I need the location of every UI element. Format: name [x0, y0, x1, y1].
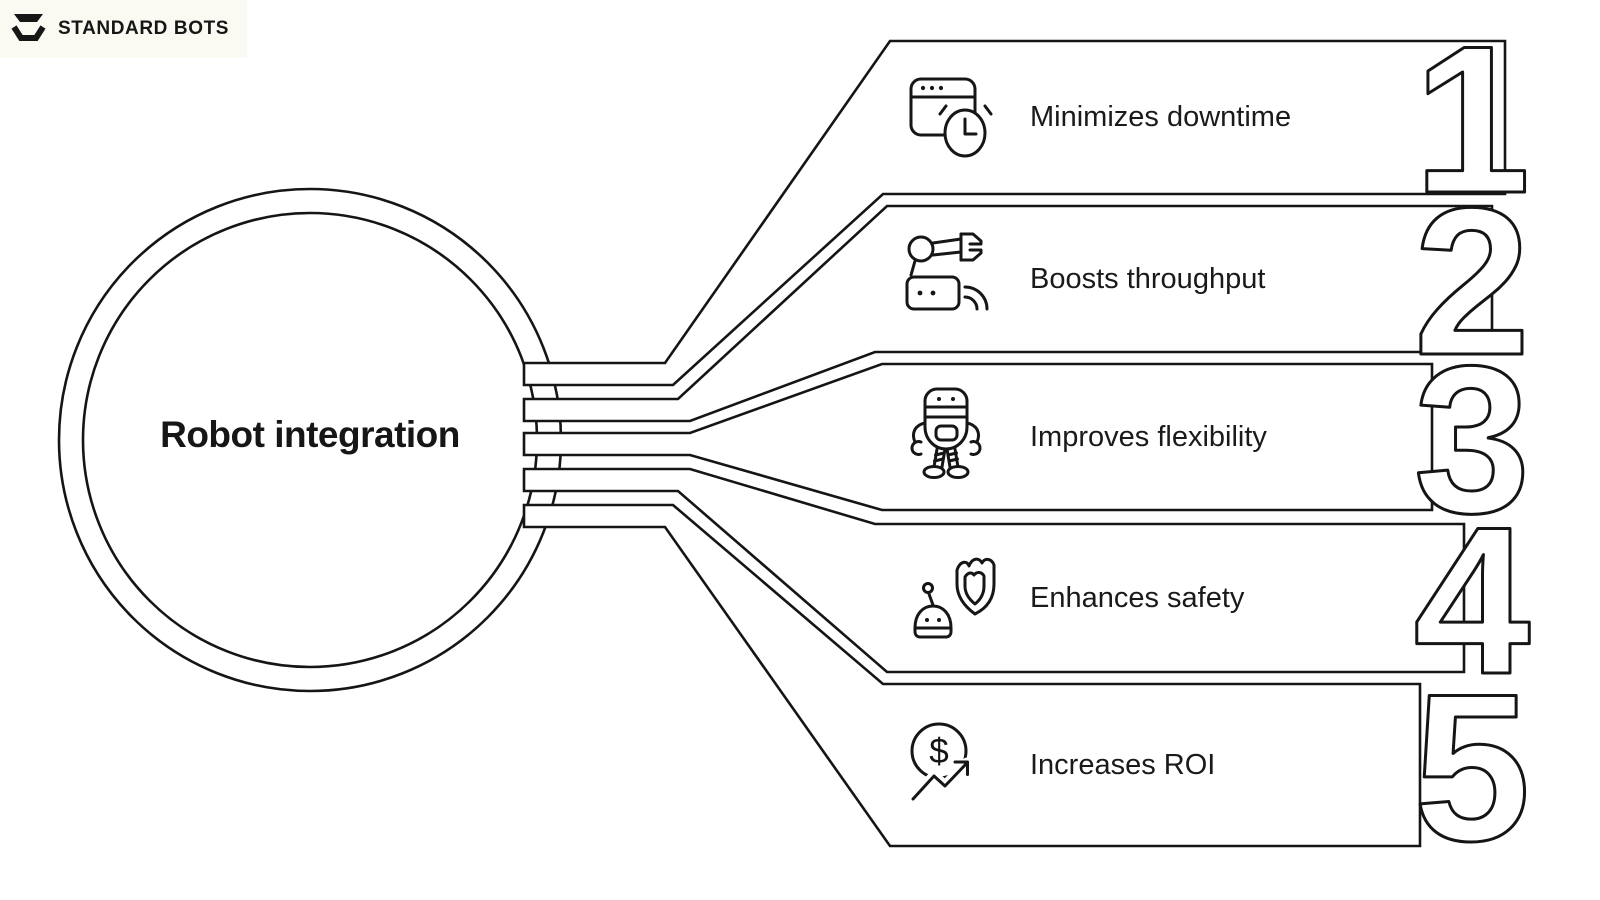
benefit-item-4: Enhances safety: [903, 548, 1373, 648]
diagram-title: Robot integration: [160, 414, 460, 455]
browser-clock-icon: [903, 67, 1003, 167]
ribbon-1: [522, 39, 1507, 387]
benefit-label-4: Enhances safety: [1030, 581, 1245, 614]
benefit-item-3: Improves flexibility: [903, 387, 1373, 487]
dollar-growth-arrow-icon: $: [903, 715, 1003, 815]
hex-bolt-icon: [10, 12, 47, 45]
robot-icon: [903, 387, 1003, 487]
benefit-label-5: Increases ROI: [1030, 748, 1216, 781]
benefit-item-2: Boosts throughput: [903, 229, 1373, 329]
step-number-5: 5: [1414, 650, 1531, 885]
ribbon-5: [522, 503, 1422, 848]
benefit-label-1: Minimizes downtime: [1030, 100, 1292, 133]
brand-logo: STANDARD BOTS: [0, 0, 248, 58]
step-number-2: 2: [1414, 164, 1531, 399]
benefit-item-5: $ Increases ROI: [903, 715, 1373, 815]
benefit-label-2: Boosts throughput: [1030, 262, 1266, 295]
step-number-1: 1: [1414, 2, 1531, 237]
step-number-3: 3: [1414, 322, 1531, 557]
robot-shield-icon: [903, 548, 1003, 648]
brand-name: STANDARD BOTS: [58, 17, 230, 39]
robot-arm-signal-icon: [903, 229, 1003, 329]
svg-text:$: $: [929, 732, 948, 771]
benefit-label-3: Improves flexibility: [1030, 420, 1267, 453]
benefit-item-1: Minimizes downtime: [903, 67, 1373, 167]
ribbon-2: [522, 204, 1494, 423]
step-number-4: 4: [1414, 483, 1531, 718]
